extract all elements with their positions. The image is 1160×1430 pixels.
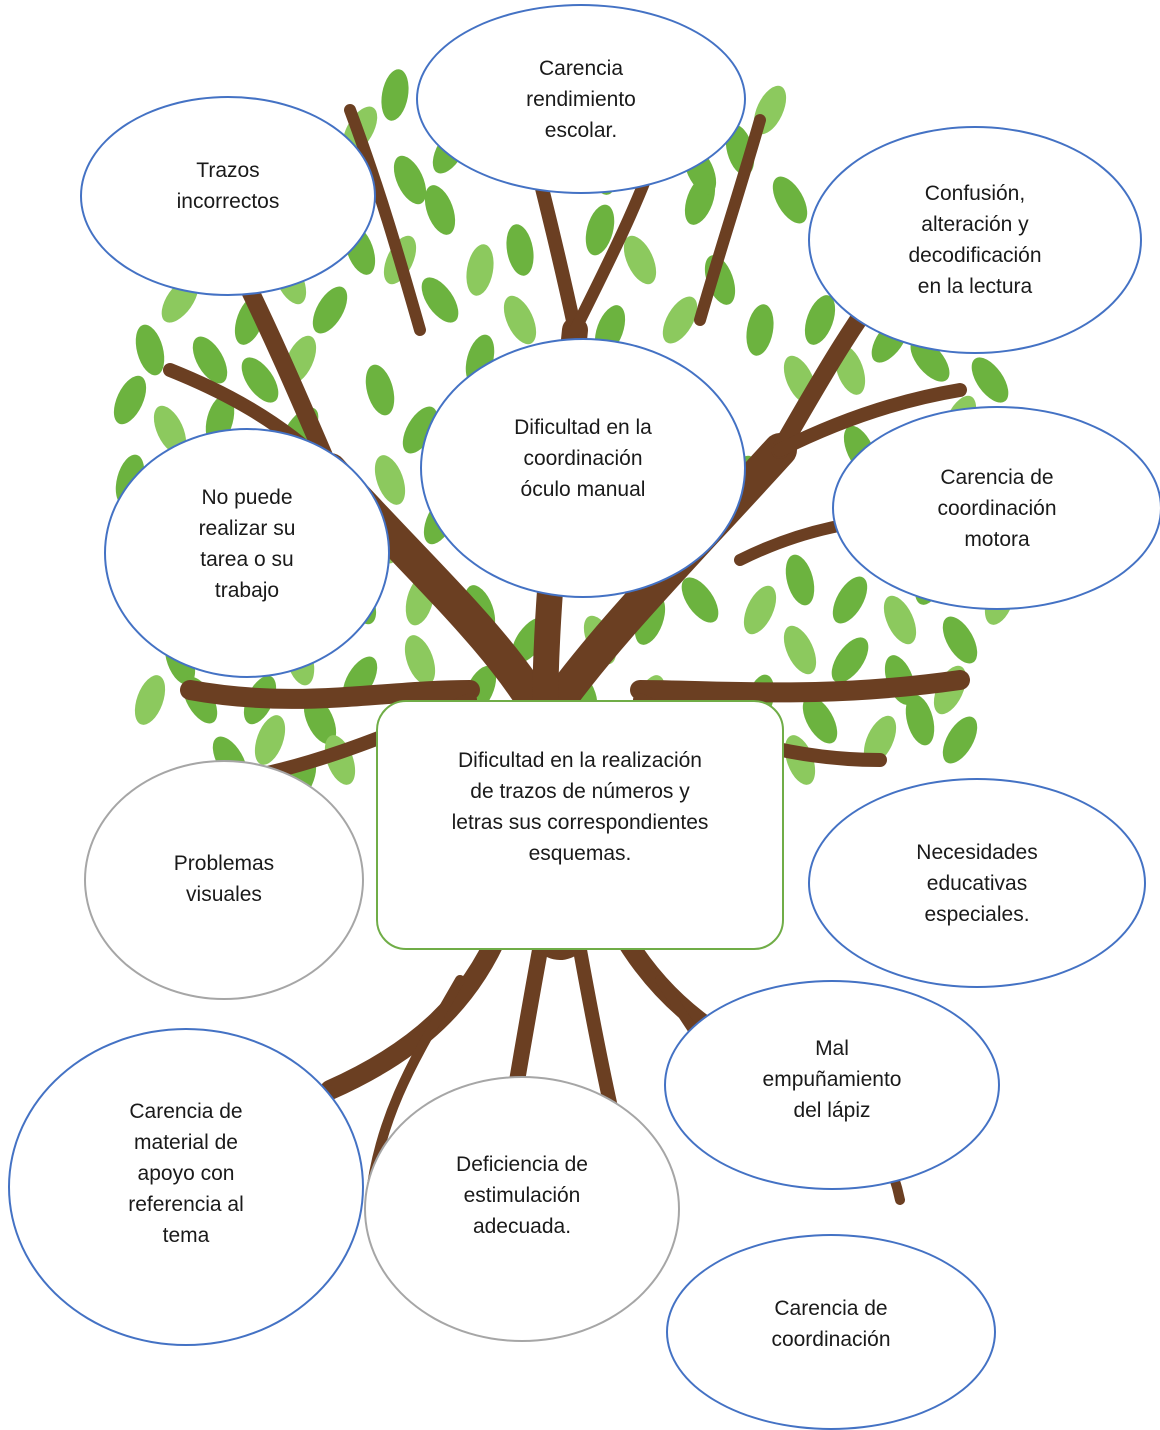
leaf-shape [241, 357, 279, 403]
leaf-shape [585, 204, 615, 256]
leaf-shape [831, 637, 869, 683]
cause-deficiencia-estimulacion: Deficiencia de estimulación adecuada. [364, 1076, 680, 1342]
leaf-shape [381, 69, 409, 121]
leaf-shape [905, 694, 935, 746]
leaf-shape [134, 675, 166, 725]
effect-carencia-coordinacion-motora: Carencia de coordinación motora [832, 406, 1160, 610]
leaf-shape [746, 304, 774, 356]
cause-label: Deficiencia de estimulación adecuada. [456, 1152, 588, 1238]
leaf-shape [743, 585, 777, 635]
effect-label: Dificultad en la coordinación óculo manu… [514, 415, 652, 501]
leaf-shape [404, 635, 436, 685]
leaf-shape [883, 595, 917, 645]
leaf-shape [506, 224, 534, 276]
leaf-shape [365, 364, 395, 416]
effect-label: Carencia de coordinación motora [937, 465, 1057, 551]
leaf-shape [772, 176, 808, 224]
effect-no-puede-realizar-tarea: No puede realizar su tarea o su trabajo [104, 428, 390, 678]
effect-confusion-lectura: Confusión, alteración y decodificación e… [808, 126, 1142, 354]
leaf-shape [192, 336, 228, 384]
effect-trazos-incorrectos: Trazos incorrectos [80, 96, 376, 296]
leaf-shape [971, 357, 1009, 403]
leaf-shape [942, 616, 978, 664]
leaf-shape [785, 554, 815, 606]
cause-label: Carencia de coordinación [771, 1297, 891, 1351]
effect-label: Trazos incorrectos [176, 159, 280, 213]
cause-label: Necesidades educativas especiales. [916, 840, 1038, 926]
leaf-shape [783, 625, 817, 675]
leaf-shape [503, 295, 537, 345]
leaf-shape [393, 155, 427, 205]
cause-necesidades-educativas-especiales: Necesidades educativas especiales. [808, 778, 1146, 988]
central-problem-box: Dificultad en la realización de trazos d… [376, 700, 784, 950]
leaf-shape [402, 406, 438, 454]
leaf-shape [424, 185, 456, 235]
leaf-shape [832, 576, 868, 624]
cause-label: Mal empuñamiento del lápiz [762, 1036, 902, 1122]
cause-label: Carencia de material de apoyo con refere… [128, 1099, 244, 1247]
leaf-shape [312, 286, 348, 334]
leaf-shape [863, 715, 897, 765]
cause-problemas-visuales: Problemas visuales [84, 760, 364, 1000]
leaf-shape [910, 338, 950, 382]
central-problem-label: Dificultad en la realización de trazos d… [451, 749, 709, 865]
leaf-shape [662, 296, 698, 344]
cause-carencia-coordinacion: Carencia de coordinación [666, 1234, 996, 1430]
leaf-shape [681, 577, 719, 623]
leaf-shape [942, 716, 978, 764]
cause-mal-empunamiento-lapiz: Mal empuñamiento del lápiz [664, 980, 1000, 1190]
cause-carencia-material-apoyo: Carencia de material de apoyo con refere… [8, 1028, 364, 1346]
leaf-shape [802, 696, 838, 744]
effect-label: Carencia rendimiento escolar. [526, 56, 636, 142]
leaf-shape [374, 455, 406, 505]
effect-dificultad-coordinacion-oculo-manual: Dificultad en la coordinación óculo manu… [420, 338, 746, 598]
effect-carencia-rendimiento-escolar: Carencia rendimiento escolar. [416, 4, 746, 194]
leaf-shape [466, 244, 494, 296]
leaf-shape [421, 277, 459, 323]
leaf-shape [254, 715, 286, 765]
effect-label: No puede realizar su tarea o su trabajo [198, 486, 296, 602]
leaf-shape [623, 235, 657, 285]
leaf-shape [113, 375, 147, 425]
leaf-shape [135, 324, 165, 376]
leaf-shape [804, 295, 836, 345]
effect-label: Confusión, alteración y decodificación e… [908, 182, 1042, 298]
cause-label: Problemas visuales [173, 852, 275, 906]
